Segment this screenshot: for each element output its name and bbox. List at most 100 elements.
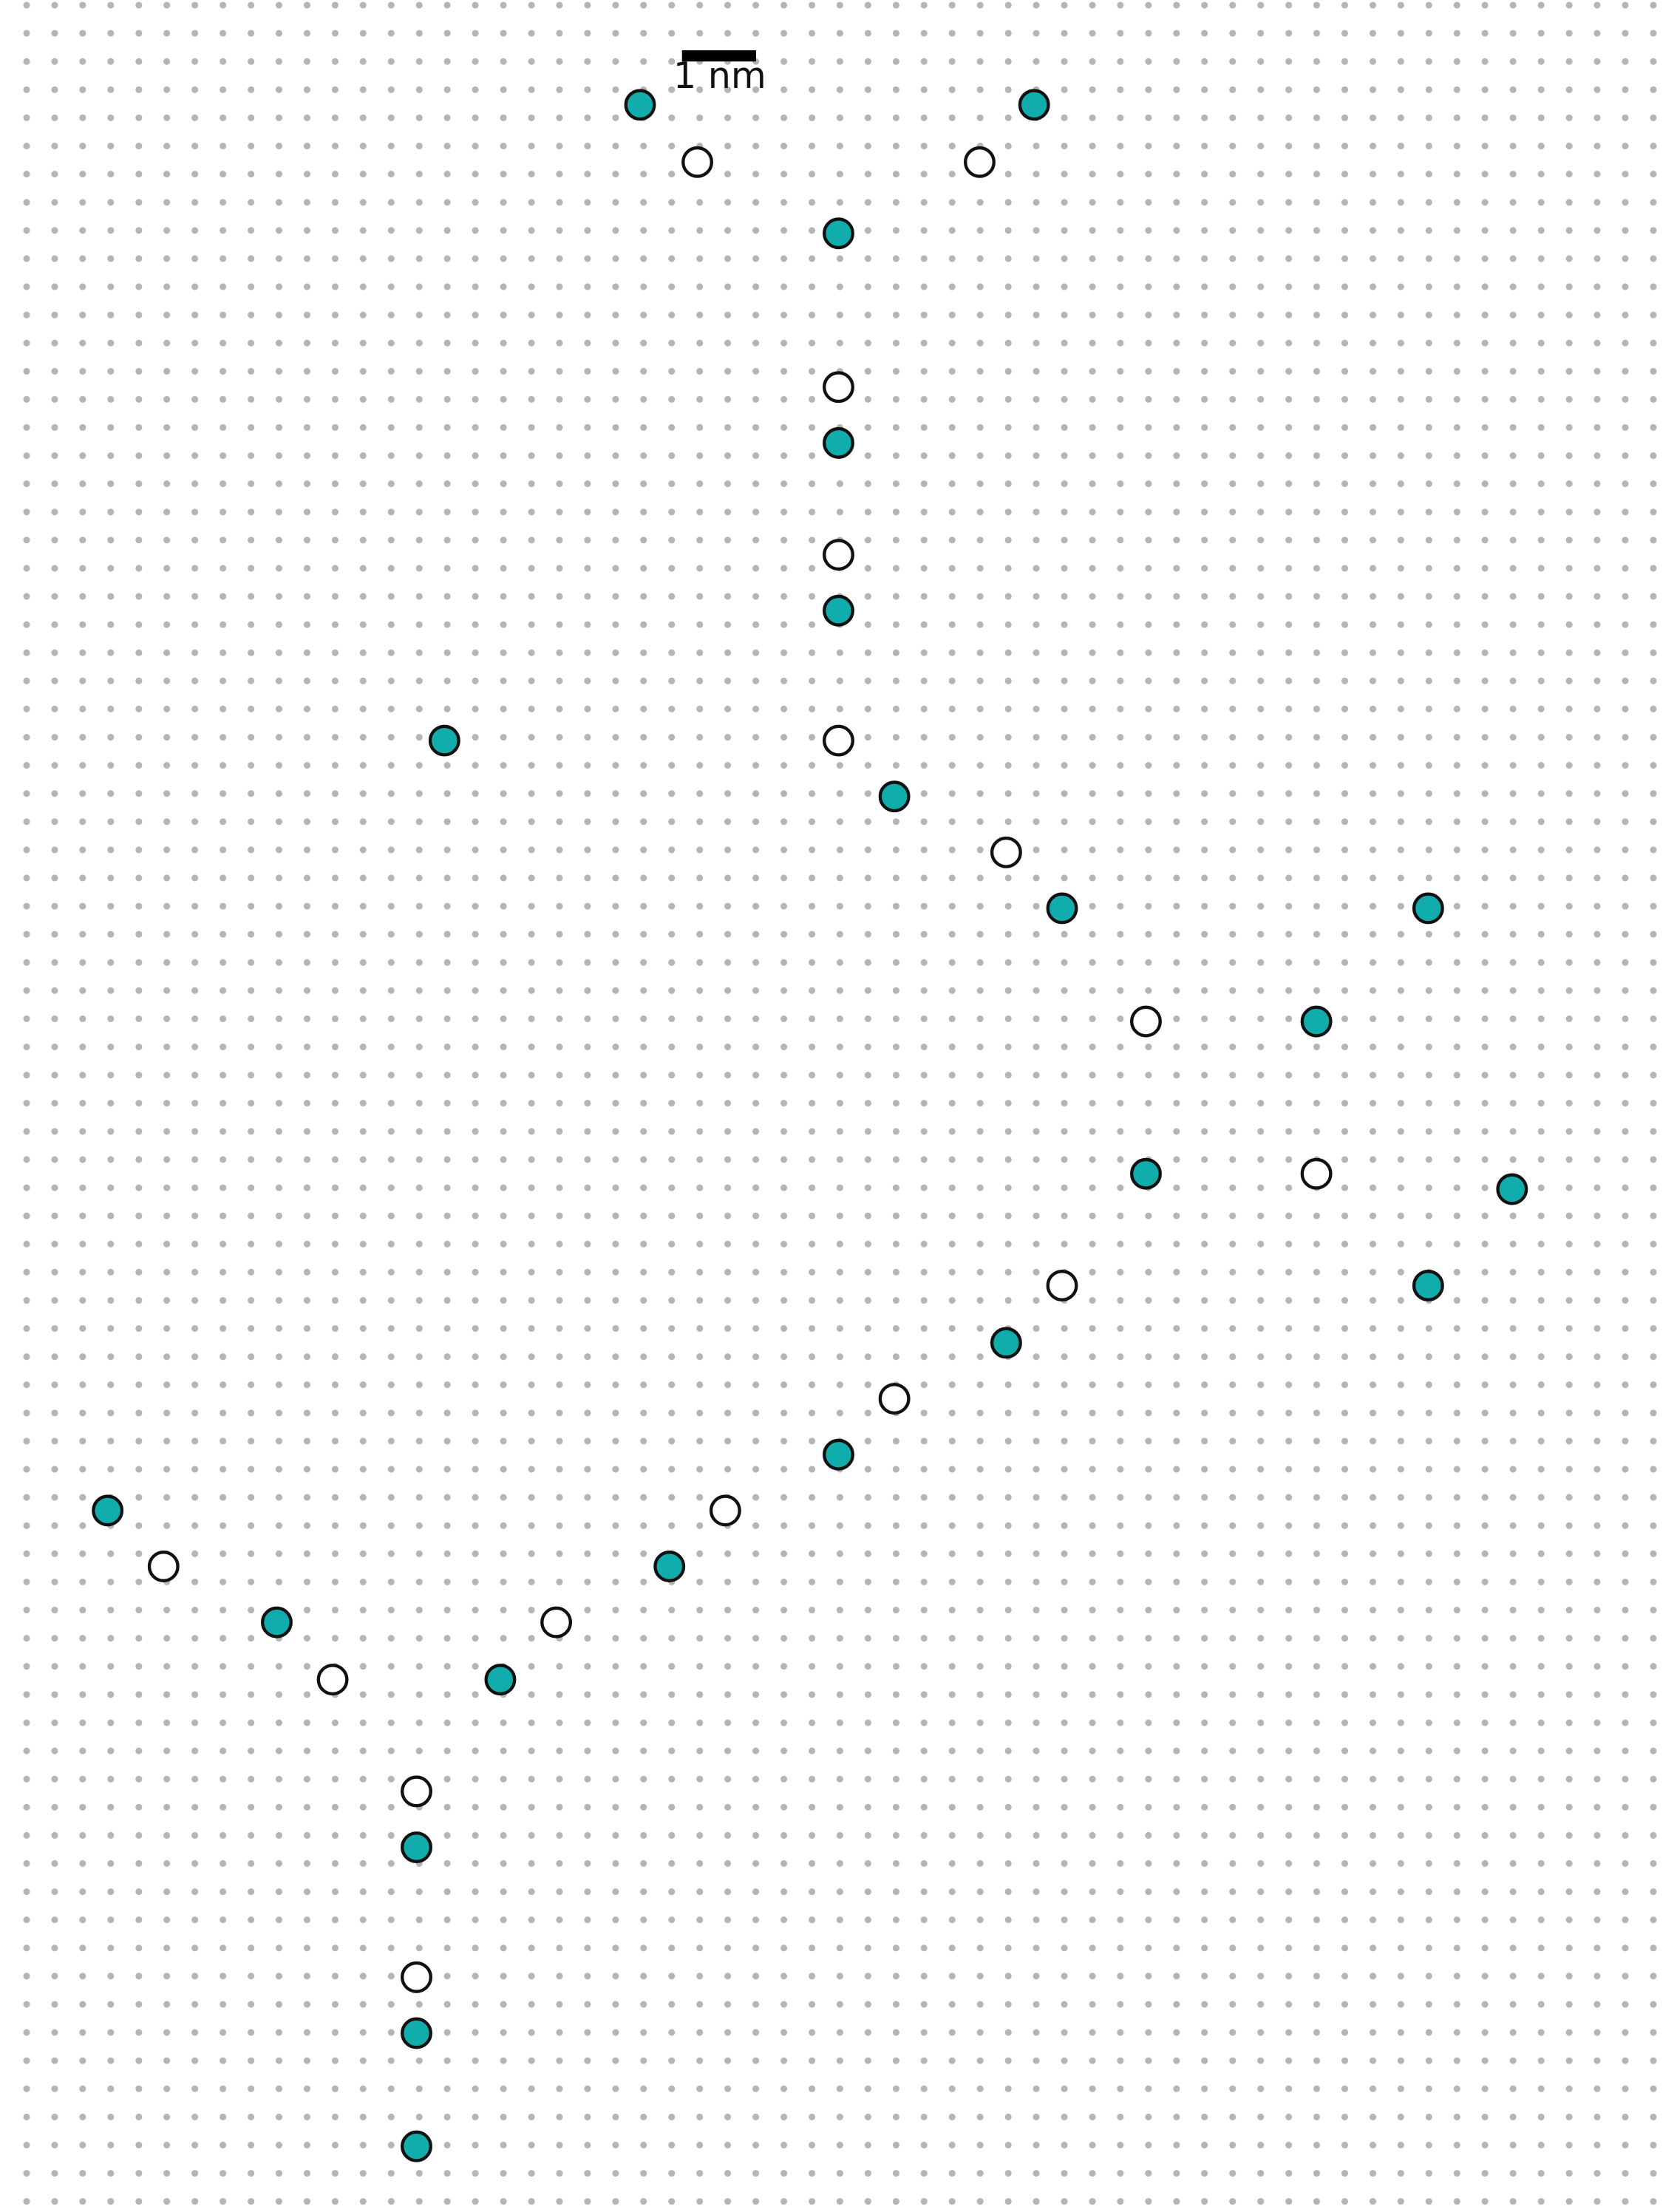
lattice-dot bbox=[303, 1522, 310, 1529]
lattice-dot bbox=[415, 565, 423, 572]
lattice-dot bbox=[892, 2085, 899, 2092]
lattice-dot bbox=[135, 1156, 143, 1163]
lattice-dot bbox=[836, 762, 843, 769]
lattice-dot bbox=[1117, 1578, 1124, 1586]
lattice-dot bbox=[135, 705, 143, 712]
lattice-dot bbox=[135, 1494, 143, 1501]
lattice-dot bbox=[1201, 1578, 1208, 1586]
lattice-dot bbox=[612, 1240, 619, 1248]
lattice-dot bbox=[387, 2057, 395, 2064]
lattice-dot bbox=[612, 1747, 619, 1755]
lattice-dot bbox=[1593, 452, 1601, 460]
lattice-dot bbox=[948, 621, 956, 628]
lattice-dot bbox=[1565, 2141, 1573, 2148]
lattice-dot bbox=[1622, 2141, 1629, 2148]
lattice-dot bbox=[1004, 1803, 1012, 1811]
lattice-dot bbox=[500, 1043, 507, 1051]
lattice-dot bbox=[864, 1747, 871, 1755]
lattice-dot bbox=[1229, 311, 1237, 319]
lattice-dot bbox=[220, 283, 227, 290]
lattice-dot bbox=[23, 790, 30, 797]
lattice-dot bbox=[1341, 874, 1349, 882]
lattice-dot bbox=[864, 2085, 871, 2092]
lattice-dot bbox=[1425, 2085, 1432, 2092]
lattice-dot bbox=[1341, 930, 1349, 938]
lattice-dot bbox=[472, 1522, 479, 1529]
lattice-dot bbox=[135, 1635, 143, 1642]
lattice-dot bbox=[780, 1831, 788, 1839]
lattice-dot bbox=[1061, 452, 1068, 460]
lattice-dot bbox=[303, 902, 310, 910]
lattice-dot bbox=[1173, 1437, 1180, 1445]
lattice-dot bbox=[248, 283, 255, 290]
lattice-dot bbox=[1369, 1268, 1377, 1276]
lattice-dot bbox=[220, 2029, 227, 2036]
lattice-dot bbox=[248, 1859, 255, 1867]
lattice-dot bbox=[191, 846, 199, 854]
lattice-dot bbox=[1173, 621, 1180, 628]
lattice-dot bbox=[612, 1522, 619, 1529]
lattice-dot bbox=[948, 1522, 956, 1529]
lattice-dot bbox=[1509, 1606, 1517, 1614]
lattice-dot bbox=[135, 649, 143, 656]
lattice-dot bbox=[1061, 143, 1068, 150]
lattice-dot bbox=[668, 452, 676, 460]
lattice-dot bbox=[472, 1, 479, 9]
lattice-dot bbox=[696, 1606, 704, 1614]
lattice-dot bbox=[51, 255, 58, 262]
lattice-dot bbox=[752, 1353, 760, 1361]
lattice-dot bbox=[1481, 2057, 1489, 2064]
lattice-dot bbox=[1341, 1015, 1349, 1023]
lattice-dot bbox=[528, 227, 535, 234]
lattice-dot bbox=[387, 1437, 395, 1445]
lattice-dot bbox=[1033, 959, 1040, 966]
lattice-dot bbox=[1397, 818, 1404, 826]
lattice-dot bbox=[1201, 1550, 1208, 1557]
lattice-dot bbox=[920, 621, 928, 628]
lattice-dot bbox=[1565, 1944, 1573, 1952]
lattice-dot bbox=[920, 593, 928, 600]
lattice-dot bbox=[220, 2057, 227, 2064]
lattice-dot bbox=[1537, 2057, 1545, 2064]
lattice-dot bbox=[443, 311, 451, 319]
lattice-dot bbox=[331, 1296, 339, 1304]
lattice-dot bbox=[472, 1437, 479, 1445]
lattice-dot bbox=[752, 874, 760, 882]
lattice-dot bbox=[1397, 1973, 1404, 1980]
lattice-dot bbox=[1117, 480, 1124, 488]
lattice-dot bbox=[976, 1494, 984, 1501]
lattice-dot bbox=[1004, 1635, 1012, 1642]
lattice-dot bbox=[1061, 2198, 1068, 2205]
lattice-dot bbox=[220, 227, 227, 234]
lattice-dot bbox=[1117, 818, 1124, 826]
lattice-dot bbox=[1061, 1324, 1068, 1333]
lattice-dot bbox=[443, 452, 451, 460]
lattice-dot bbox=[1537, 367, 1545, 375]
lattice-dot bbox=[1201, 1353, 1208, 1361]
lattice-dot bbox=[1341, 86, 1349, 93]
lattice-dot bbox=[135, 2198, 143, 2205]
lattice-dot bbox=[23, 649, 30, 656]
lattice-dot bbox=[387, 1973, 395, 1980]
lattice-dot bbox=[668, 874, 676, 882]
lattice-dot bbox=[724, 339, 732, 347]
lattice-dot bbox=[500, 565, 507, 572]
lattice-dot bbox=[724, 565, 732, 572]
lattice-dot bbox=[1313, 1494, 1321, 1501]
lattice-dot bbox=[892, 283, 899, 290]
lattice-dot bbox=[1622, 423, 1629, 431]
lattice-dot bbox=[584, 705, 591, 712]
lattice-dot bbox=[331, 1775, 339, 1783]
lattice-dot bbox=[51, 30, 58, 37]
lattice-dot bbox=[1481, 311, 1489, 319]
lattice-dot bbox=[443, 227, 451, 234]
lattice-dot bbox=[1089, 677, 1096, 684]
lattice-dot bbox=[1061, 621, 1068, 628]
lattice-dot bbox=[724, 86, 732, 93]
lattice-dot bbox=[752, 593, 760, 600]
lattice-dot bbox=[359, 86, 367, 93]
lattice-dot bbox=[1004, 537, 1012, 544]
lattice-dot bbox=[1257, 818, 1265, 826]
lattice-dot bbox=[1481, 930, 1489, 938]
lattice-dot bbox=[443, 283, 451, 290]
